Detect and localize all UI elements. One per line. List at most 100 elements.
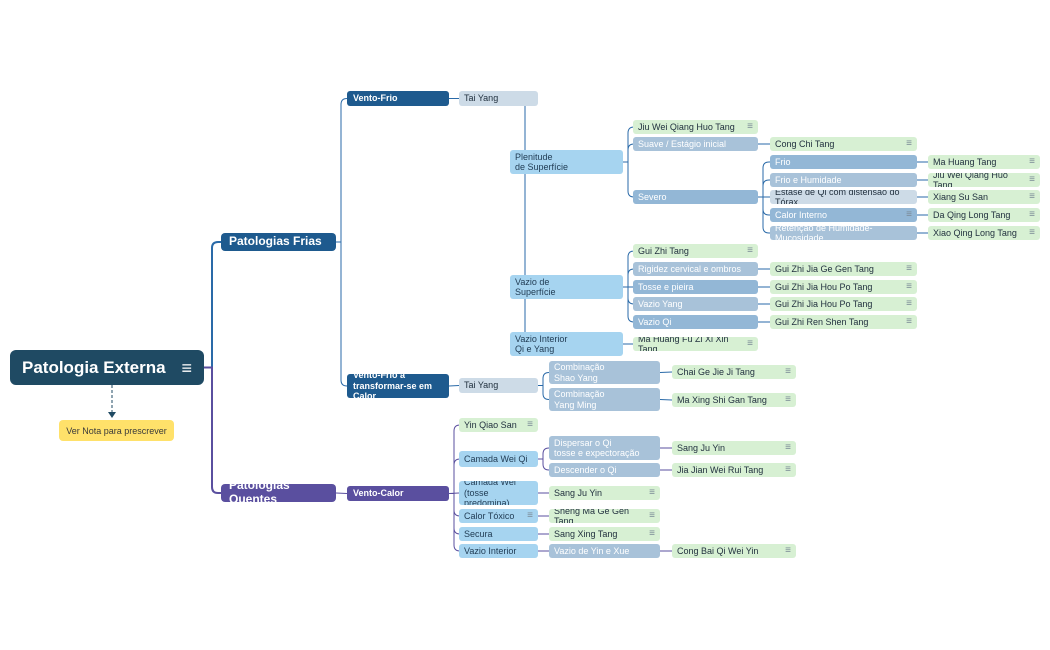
node-label: Vazio Qi: [638, 316, 672, 327]
node-frio[interactable]: Frio: [770, 155, 917, 169]
node-descender[interactable]: Descender o Qi: [549, 463, 660, 477]
notes-icon[interactable]: ≡: [649, 528, 655, 539]
notes-icon[interactable]: ≡: [906, 138, 912, 149]
node-label: Camada Wei (tosse predomina): [464, 481, 516, 505]
node-gz-ren-shen[interactable]: Gui Zhi Ren Shen Tang≡: [770, 315, 917, 329]
node-estase[interactable]: Estase de Qi com distensão do Tórax: [770, 190, 917, 204]
node-label: Jiu Wei Qiang Huo Tang: [933, 173, 1008, 187]
node-vento-frio-calor[interactable]: Vento-Frio a transformar-se em Calor: [347, 374, 449, 398]
node-tai-yang-1[interactable]: Tai Yang: [459, 91, 538, 106]
node-cong-bai[interactable]: Cong Bai Qi Wei Yin≡: [672, 544, 796, 558]
node-label: Combinação Yang Ming: [554, 389, 605, 410]
node-sang-ju-1[interactable]: Sang Ju Yin≡: [672, 441, 796, 455]
notes-icon[interactable]: ≡: [785, 366, 791, 377]
notes-icon[interactable]: ≡: [747, 245, 753, 256]
node-vento-frio[interactable]: Vento-Frio: [347, 91, 449, 106]
connector-line: [336, 241, 348, 387]
node-vazio-int[interactable]: Vazio Interior Qi e Yang: [510, 332, 623, 356]
node-calor-int[interactable]: Calor Interno ≡: [770, 208, 917, 222]
node-ma-huang[interactable]: Ma Huang Tang≡: [928, 155, 1040, 169]
node-comb-yang[interactable]: Combinação Yang Ming: [549, 388, 660, 411]
notes-icon[interactable]: ≡: [906, 298, 912, 309]
notes-icon[interactable]: ≡: [1029, 227, 1035, 238]
node-frio-hum[interactable]: Frio e Humidade: [770, 173, 917, 187]
node-vento-calor[interactable]: Vento-Calor: [347, 486, 449, 501]
callout-note[interactable]: Ver Nota para prescrever: [59, 420, 174, 441]
node-camada-wei-qi[interactable]: Camada Wei Qi: [459, 451, 538, 467]
notes-icon[interactable]: ≡: [785, 545, 791, 556]
node-jiu-wei-2[interactable]: Jiu Wei Qiang Huo Tang ≡: [928, 173, 1040, 187]
node-ma-xing[interactable]: Ma Xing Shi Gan Tang ≡: [672, 393, 796, 407]
notes-icon[interactable]: ≡: [181, 357, 192, 378]
node-dispersar[interactable]: Dispersar o Qi tosse e expectoração: [549, 436, 660, 460]
node-camada-wei[interactable]: Camada Wei (tosse predomina): [459, 481, 538, 505]
node-sang-xing[interactable]: Sang Xing Tang≡: [549, 527, 660, 541]
node-xiao-qing[interactable]: Xiao Qing Long Tang≡: [928, 226, 1040, 240]
node-xiang-su[interactable]: Xiang Su San≡: [928, 190, 1040, 204]
node-da-qing[interactable]: Da Qing Long Tang ≡: [928, 208, 1040, 222]
node-label: Calor Interno: [775, 209, 828, 220]
node-vazio-interior[interactable]: Vazio Interior: [459, 544, 538, 558]
node-yin-qiao[interactable]: Yin Qiao San ≡: [459, 418, 538, 432]
node-label: Da Qing Long Tang: [933, 209, 1011, 220]
notes-icon[interactable]: ≡: [785, 464, 791, 475]
notes-icon[interactable]: ≡: [527, 419, 533, 430]
node-chai-ge[interactable]: Chai Ge Jie Ji Tang ≡: [672, 365, 796, 379]
node-sheng-ma[interactable]: Sheng Ma Ge Gen Tang≡: [549, 509, 660, 523]
node-gz-ge-gen[interactable]: Gui Zhi Jia Ge Gen Tang≡: [770, 262, 917, 276]
node-label: Ma Xing Shi Gan Tang: [677, 394, 767, 405]
node-label: Descender o Qi: [554, 464, 617, 475]
notes-icon[interactable]: ≡: [1029, 209, 1035, 220]
node-calor-tox[interactable]: Calor Tóxico≡: [459, 509, 538, 523]
node-vazio-sup[interactable]: Vazio de Superfície: [510, 275, 623, 299]
node-label: Secura: [464, 528, 493, 539]
notes-icon[interactable]: ≡: [785, 394, 791, 405]
node-sang-ju-2[interactable]: Sang Ju Yin≡: [549, 486, 660, 500]
node-label: Yin Qiao San: [464, 419, 517, 430]
notes-icon[interactable]: ≡: [906, 263, 912, 274]
node-severo[interactable]: Severo: [633, 190, 758, 204]
node-vazio-qi[interactable]: Vazio Qi: [633, 315, 758, 329]
connector-line: [758, 179, 770, 198]
node-jia-jian[interactable]: Jia Jian Wei Rui Tang ≡: [672, 463, 796, 477]
notes-icon[interactable]: ≡: [747, 121, 753, 132]
notes-icon[interactable]: ≡: [906, 209, 912, 220]
node-label: Gui Zhi Tang: [638, 245, 689, 256]
node-quentes[interactable]: Patologias Quentes: [221, 484, 336, 502]
node-vazio-yin-xue[interactable]: Vazio de Yin e Xue: [549, 544, 660, 558]
notes-icon[interactable]: ≡: [785, 442, 791, 453]
node-label: Chai Ge Jie Ji Tang: [677, 366, 755, 377]
notes-icon[interactable]: ≡: [906, 281, 912, 292]
node-frias[interactable]: Patologias Frias: [221, 233, 336, 251]
node-rigidez[interactable]: Rigidez cervical e ombros: [633, 262, 758, 276]
notes-icon[interactable]: ≡: [1029, 156, 1035, 167]
notes-icon[interactable]: ≡: [649, 487, 655, 498]
node-label: Estase de Qi com distensão do Tórax: [775, 190, 900, 204]
node-gz-hou-po-1[interactable]: Gui Zhi Jia Hou Po Tang≡: [770, 280, 917, 294]
node-jiu-wei-1[interactable]: Jiu Wei Qiang Huo Tang≡: [633, 120, 758, 134]
notes-icon[interactable]: ≡: [906, 316, 912, 327]
node-root[interactable]: Patologia Externa≡: [10, 350, 204, 385]
node-tosse[interactable]: Tosse e pieira: [633, 280, 758, 294]
node-label: Jia Jian Wei Rui Tang: [677, 464, 764, 475]
node-ma-huang-fu[interactable]: Ma Huang Fu Zi Xi Xin Tang≡: [633, 337, 758, 351]
node-comb-shao[interactable]: Combinação Shao Yang: [549, 361, 660, 384]
node-vazio-yang[interactable]: Vazio Yang: [633, 297, 758, 311]
node-secura[interactable]: Secura: [459, 527, 538, 541]
node-label: Vento-Calor: [353, 488, 404, 499]
notes-icon[interactable]: ≡: [1029, 191, 1035, 202]
node-gui-zhi[interactable]: Gui Zhi Tang ≡: [633, 244, 758, 258]
notes-icon[interactable]: ≡: [747, 338, 753, 349]
connector-line: [758, 196, 770, 216]
node-label: Gui Zhi Jia Hou Po Tang: [775, 298, 873, 309]
node-retencao[interactable]: Retenção de Humidade-Mucosidade: [770, 226, 917, 240]
node-cong-chi[interactable]: Cong Chi Tang≡: [770, 137, 917, 151]
notes-icon[interactable]: ≡: [649, 510, 655, 521]
arrow-down-icon: [108, 412, 116, 418]
node-gz-hou-po-2[interactable]: Gui Zhi Jia Hou Po Tang ≡: [770, 297, 917, 311]
notes-icon[interactable]: ≡: [1029, 174, 1035, 185]
node-plenitude[interactable]: Plenitude de Superfície: [510, 150, 623, 174]
node-tai-yang-2[interactable]: Tai Yang: [459, 378, 538, 393]
node-suave[interactable]: Suave / Estágio inicial: [633, 137, 758, 151]
notes-icon[interactable]: ≡: [527, 510, 533, 521]
